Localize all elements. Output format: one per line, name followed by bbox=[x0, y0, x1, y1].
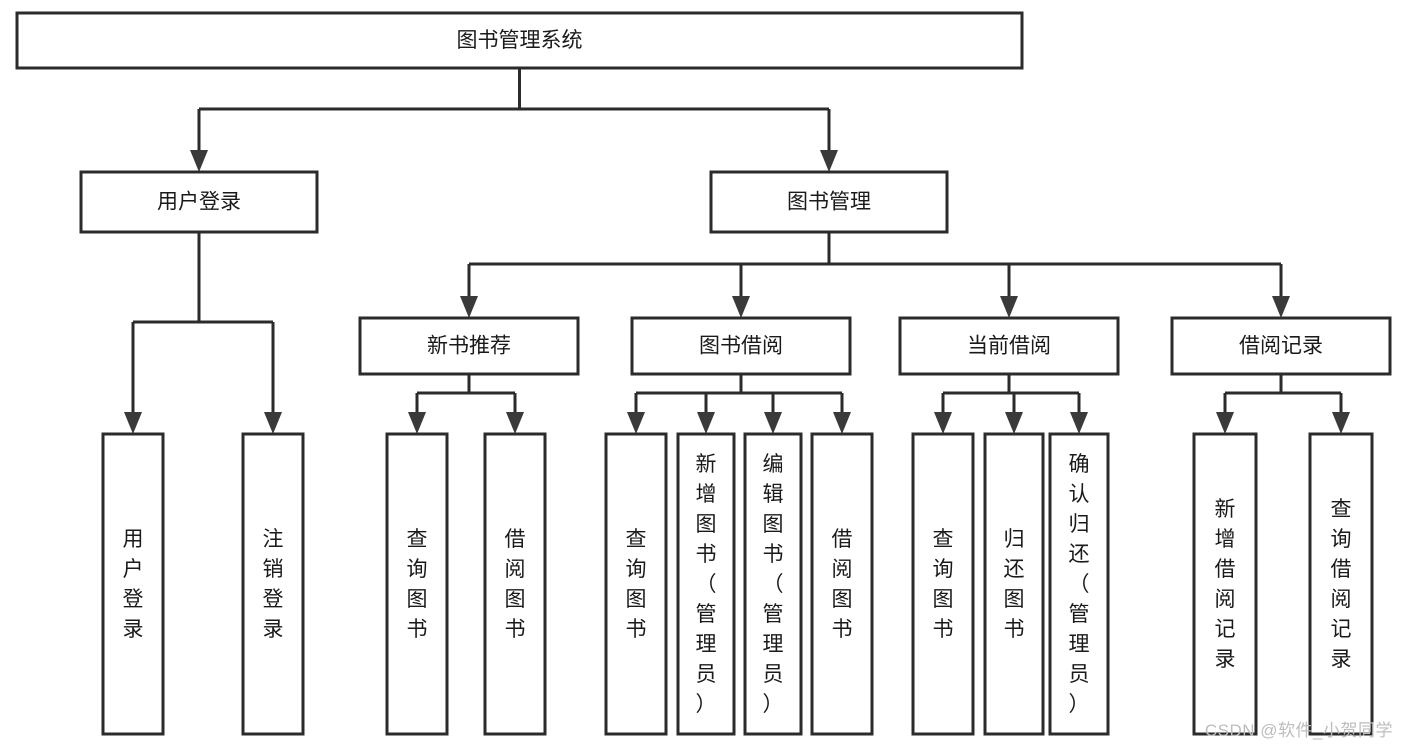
node-label-book-borrow: 图书借阅 bbox=[699, 335, 783, 358]
connector-group-borrow-record bbox=[1216, 374, 1350, 434]
node-leaf-query-borrow-record[interactable]: 查询借阅记录 bbox=[1308, 432, 1374, 736]
arrow-head-leaf-add-borrow-record bbox=[1216, 412, 1234, 434]
arrow-head-leaf-borrow-book-recommend bbox=[506, 412, 524, 434]
arrow-head-leaf-query-book-borrow bbox=[627, 412, 645, 434]
arrow-head-leaf-return-book bbox=[1005, 412, 1023, 434]
node-box-leaf-add-borrow-record bbox=[1192, 432, 1258, 736]
watermark: CSDN @软件_小贺同学 bbox=[1204, 721, 1393, 740]
node-leaf-return-book[interactable]: 归还图书 bbox=[983, 432, 1045, 736]
node-box-borrow-record bbox=[1170, 316, 1392, 376]
arrow-head-user-login bbox=[190, 150, 208, 172]
node-label-leaf-add-book: 新增图书（管理员） bbox=[696, 453, 717, 716]
node-box-leaf-logout bbox=[241, 432, 305, 736]
node-label-user-login: 用户登录 bbox=[157, 191, 241, 214]
node-box-new-book-recommend bbox=[358, 316, 580, 376]
arrow-head-leaf-user-login bbox=[124, 412, 142, 434]
node-label-leaf-query-book-borrow: 查询图书 bbox=[626, 528, 647, 641]
arrow-head-leaf-logout bbox=[264, 412, 282, 434]
node-box-root bbox=[15, 11, 1024, 70]
nodes-layer: 图书管理系统用户登录图书管理新书推荐图书借阅当前借阅借阅记录用户登录注销登录查询… bbox=[15, 11, 1392, 736]
node-label-current-borrow: 当前借阅 bbox=[967, 335, 1051, 358]
node-leaf-logout[interactable]: 注销登录 bbox=[241, 432, 305, 736]
arrow-head-current-borrow bbox=[1000, 296, 1018, 318]
node-label-leaf-edit-book: 编辑图书（管理员） bbox=[763, 453, 784, 716]
node-box-user-login bbox=[79, 170, 319, 234]
connector-group-new-book-recommend bbox=[408, 374, 524, 434]
arrow-head-leaf-borrow-book bbox=[833, 412, 851, 434]
node-box-leaf-confirm-return bbox=[1048, 432, 1110, 736]
node-book-borrow[interactable]: 图书借阅 bbox=[630, 316, 852, 376]
node-box-leaf-query-book-borrow bbox=[604, 432, 668, 736]
connector-group-book-manage bbox=[460, 232, 1290, 318]
arrow-head-leaf-query-book-current bbox=[934, 412, 952, 434]
node-box-book-manage bbox=[709, 170, 949, 234]
node-leaf-edit-book[interactable]: 编辑图书（管理员） bbox=[743, 432, 803, 736]
node-leaf-confirm-return[interactable]: 确认归还（管理员） bbox=[1048, 432, 1110, 736]
node-box-book-borrow bbox=[630, 316, 852, 376]
node-box-leaf-query-borrow-record bbox=[1308, 432, 1374, 736]
node-root[interactable]: 图书管理系统 bbox=[15, 11, 1024, 70]
node-box-leaf-add-book bbox=[676, 432, 736, 736]
node-box-leaf-borrow-book-recommend bbox=[483, 432, 547, 736]
node-user-login[interactable]: 用户登录 bbox=[79, 170, 319, 234]
node-label-leaf-logout: 注销登录 bbox=[263, 528, 284, 641]
arrow-head-leaf-query-borrow-record bbox=[1332, 412, 1350, 434]
node-borrow-record[interactable]: 借阅记录 bbox=[1170, 316, 1392, 376]
connector-group-book-borrow bbox=[627, 374, 851, 434]
connector-group-user-login bbox=[124, 232, 282, 434]
connector-group-root bbox=[190, 68, 838, 172]
node-label-leaf-query-book-current: 查询图书 bbox=[933, 528, 954, 641]
node-box-leaf-query-book-current bbox=[911, 432, 975, 736]
node-box-leaf-borrow-book bbox=[810, 432, 874, 736]
node-leaf-query-book-recommend[interactable]: 查询图书 bbox=[385, 432, 449, 736]
arrow-head-borrow-record bbox=[1272, 296, 1290, 318]
node-leaf-borrow-book[interactable]: 借阅图书 bbox=[810, 432, 874, 736]
arrow-head-leaf-confirm-return bbox=[1070, 412, 1088, 434]
arrow-head-leaf-query-book-recommend bbox=[408, 412, 426, 434]
node-leaf-add-book[interactable]: 新增图书（管理员） bbox=[676, 432, 736, 736]
node-label-book-manage: 图书管理 bbox=[787, 191, 871, 214]
connectors-layer bbox=[124, 68, 1350, 434]
node-box-leaf-edit-book bbox=[743, 432, 803, 736]
node-label-leaf-query-book-recommend: 查询图书 bbox=[407, 528, 428, 641]
node-label-leaf-confirm-return: 确认归还（管理员） bbox=[1069, 453, 1090, 716]
node-label-leaf-add-borrow-record: 新增借阅记录 bbox=[1215, 498, 1236, 671]
node-current-borrow[interactable]: 当前借阅 bbox=[898, 316, 1120, 376]
node-leaf-query-book-borrow[interactable]: 查询图书 bbox=[604, 432, 668, 736]
node-leaf-user-login[interactable]: 用户登录 bbox=[101, 432, 165, 736]
node-label-leaf-return-book: 归还图书 bbox=[1004, 528, 1025, 641]
node-leaf-borrow-book-recommend[interactable]: 借阅图书 bbox=[483, 432, 547, 736]
node-box-current-borrow bbox=[898, 316, 1120, 376]
node-label-borrow-record: 借阅记录 bbox=[1239, 335, 1323, 358]
arrow-head-leaf-add-book bbox=[697, 412, 715, 434]
arrow-head-leaf-edit-book bbox=[764, 412, 782, 434]
node-label-leaf-borrow-book: 借阅图书 bbox=[832, 528, 853, 641]
node-new-book-recommend[interactable]: 新书推荐 bbox=[358, 316, 580, 376]
arrow-head-new-book-recommend bbox=[460, 296, 478, 318]
node-label-new-book-recommend: 新书推荐 bbox=[427, 335, 511, 358]
node-box-leaf-query-book-recommend bbox=[385, 432, 449, 736]
node-label-leaf-user-login: 用户登录 bbox=[123, 528, 144, 641]
connector-group-current-borrow bbox=[934, 374, 1088, 434]
arrow-head-book-borrow bbox=[732, 296, 750, 318]
node-book-manage[interactable]: 图书管理 bbox=[709, 170, 949, 234]
node-box-leaf-user-login bbox=[101, 432, 165, 736]
node-label-leaf-query-borrow-record: 查询借阅记录 bbox=[1331, 498, 1352, 671]
node-leaf-query-book-current[interactable]: 查询图书 bbox=[911, 432, 975, 736]
node-box-leaf-return-book bbox=[983, 432, 1045, 736]
node-label-leaf-borrow-book-recommend: 借阅图书 bbox=[505, 528, 526, 641]
node-leaf-add-borrow-record[interactable]: 新增借阅记录 bbox=[1192, 432, 1258, 736]
arrow-head-book-manage bbox=[820, 150, 838, 172]
node-label-root: 图书管理系统 bbox=[457, 29, 583, 52]
